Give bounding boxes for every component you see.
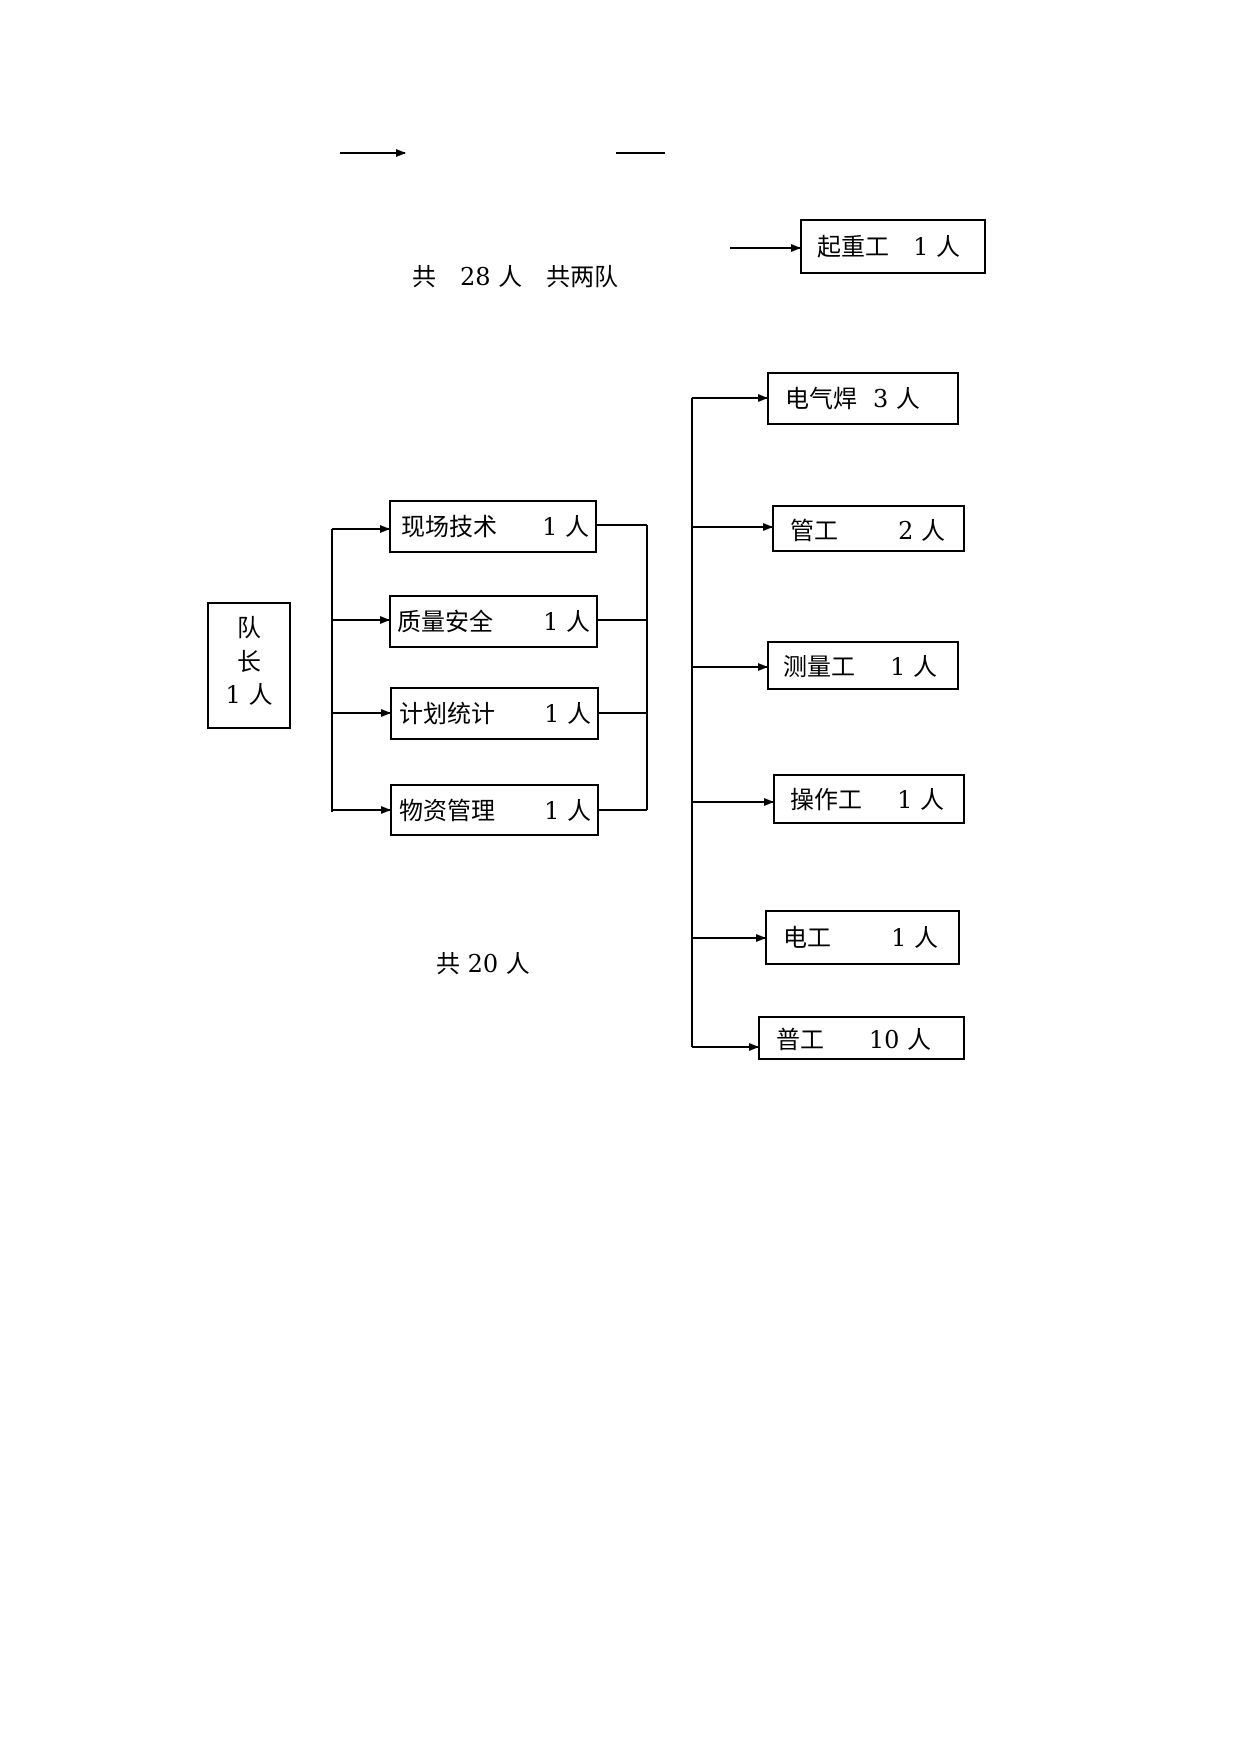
leader-line3: 1 人: [225, 681, 273, 709]
worker-name: 操作工: [790, 786, 862, 814]
staff-box-plan: 计划统计 1 人: [390, 687, 599, 740]
worker-count: 2 人: [898, 517, 945, 545]
worker-box-operator: 操作工 1 人: [773, 774, 965, 824]
worker-count: 1 人: [890, 653, 937, 681]
leader-line2: 长: [237, 648, 261, 676]
staff-name: 物资管理: [399, 797, 495, 825]
worker-box-survey: 测量工 1 人: [767, 641, 959, 690]
worker-count: 10 人: [868, 1026, 931, 1054]
staff-box-tech: 现场技术 1 人: [389, 500, 597, 553]
worker-name: 管工: [790, 517, 838, 545]
worker-name: 普工: [776, 1026, 824, 1054]
worker-name: 电气焊: [785, 385, 857, 413]
leader-box: 队 长 1 人: [207, 602, 291, 729]
team-total: 共 20 人: [436, 950, 530, 978]
worker-count: 1 人: [897, 786, 944, 814]
staff-count: 1 人: [542, 513, 589, 541]
worker-box-welder: 电气焊 3 人: [767, 372, 959, 425]
staff-count: 1 人: [544, 700, 591, 728]
worker-box-electrician: 电工 1 人: [765, 910, 960, 965]
staff-count: 1 人: [544, 797, 591, 825]
worker-box-crane: 起重工 1 人: [800, 219, 986, 274]
staff-name: 现场技术: [401, 513, 497, 541]
worker-count: 1 人: [913, 233, 960, 261]
worker-name: 起重工: [817, 233, 889, 261]
staff-count: 1 人: [543, 608, 590, 636]
total-summary: 共 28 人 共两队: [412, 263, 619, 291]
staff-name: 计划统计: [399, 700, 495, 728]
worker-name: 测量工: [783, 653, 855, 681]
staff-box-quality: 质量安全 1 人: [389, 595, 598, 648]
worker-count: 1 人: [891, 924, 938, 952]
staff-name: 质量安全: [397, 608, 493, 636]
leader-line1: 队: [237, 614, 261, 642]
staff-box-material: 物资管理 1 人: [390, 784, 599, 836]
worker-name: 电工: [783, 924, 831, 952]
worker-box-laborer: 普工 10 人: [758, 1016, 965, 1060]
worker-box-pipe: 管工 2 人: [772, 505, 965, 552]
worker-count: 3 人: [873, 385, 920, 413]
